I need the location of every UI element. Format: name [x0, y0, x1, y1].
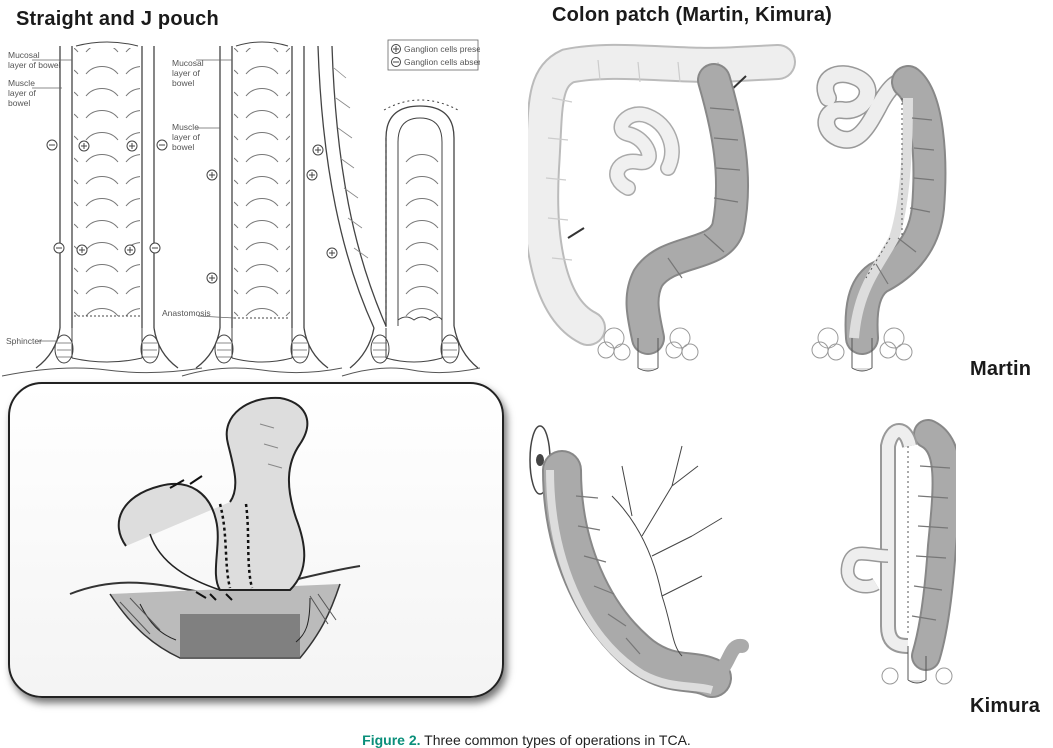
- label-anastomosis: Anastomosis: [162, 308, 211, 318]
- label-muscle-a-1: Muscle: [8, 78, 35, 88]
- label-muscle-b-1: Muscle: [172, 122, 199, 132]
- martin-colon-right: [812, 74, 934, 371]
- label-martin: Martin: [970, 358, 1031, 381]
- martin-diagram-panel: [528, 38, 956, 383]
- title-colon-patch: Colon patch (Martin, Kimura): [552, 4, 832, 27]
- pouch-diagram-panel: Mucosal layer of bowel Muscle layer of b…: [2, 38, 480, 378]
- pouch-figure-a: Mucosal layer of bowel Muscle layer of b…: [2, 42, 202, 376]
- label-kimura: Kimura: [970, 695, 1040, 718]
- pelvic-floor: [70, 566, 360, 658]
- kimura-colon-left: [550, 470, 742, 690]
- label-muscle-b-2: layer of: [172, 132, 201, 142]
- label-sphincter: Sphincter: [6, 336, 42, 346]
- legend-present-text: Ganglion cells present: [404, 44, 480, 54]
- kimura-colon-right: [848, 431, 952, 684]
- label-mucosal-b-3: bowel: [172, 78, 194, 88]
- legend-absent-text: Ganglion cells absent: [404, 57, 480, 67]
- ganglion-legend: Ganglion cells present Ganglion cells ab…: [388, 40, 480, 70]
- label-mucosal-b-2: layer of: [172, 68, 201, 78]
- figure-caption: Figure 2. Three common types of operatio…: [0, 733, 1053, 747]
- label-mucosal-a-2: layer of bowel: [8, 60, 61, 70]
- title-straight-j-pouch: Straight and J pouch: [16, 8, 219, 31]
- colon-pull-through: [119, 398, 308, 600]
- label-mucosal-a-1: Mucosal: [8, 50, 40, 60]
- pull-through-illustration-panel: [8, 382, 504, 698]
- label-mucosal-b-1: Mucosal: [172, 58, 204, 68]
- martin-colon-left: [541, 60, 778, 371]
- kimura-diagram-panel: [522, 406, 956, 698]
- pouch-figure-c: [313, 46, 480, 376]
- pouch-figure-b: Mucosal layer of bowel Muscle layer of b…: [162, 42, 342, 376]
- label-muscle-a-2: layer of: [8, 88, 37, 98]
- label-muscle-a-3: bowel: [8, 98, 30, 108]
- label-muscle-b-3: bowel: [172, 142, 194, 152]
